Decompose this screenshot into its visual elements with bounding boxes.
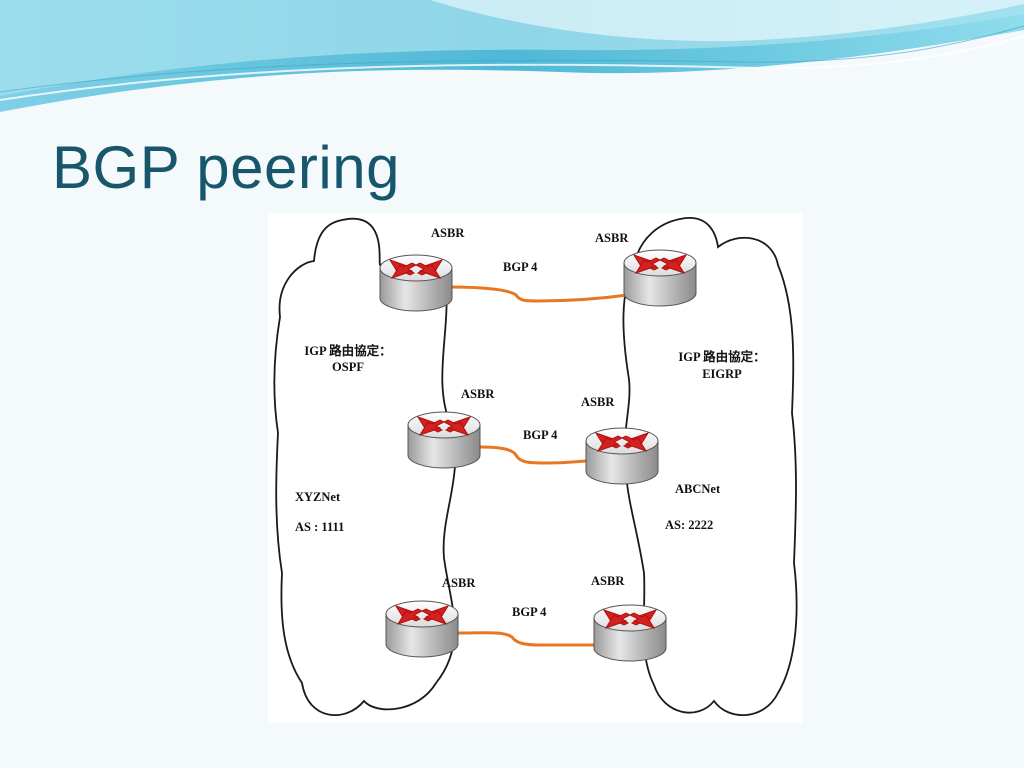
router-icon-left-3 xyxy=(385,600,459,658)
abcnet-igp-protocol: EIGRP xyxy=(702,367,742,381)
xyznet-as-number: AS : 1111 xyxy=(295,520,345,534)
xyznet-igp-protocol: OSPF xyxy=(332,360,364,374)
abcnet-igp-label: IGP 路由協定： xyxy=(678,350,766,364)
bgp-diagram: ASBR ASBR ASBR ASBR ASBR ASBR BGP 4 BGP … xyxy=(268,213,802,723)
router-icon-right-2 xyxy=(585,427,659,485)
asbr-label-right-1: ASBR xyxy=(595,231,629,245)
header-wave-decoration xyxy=(0,0,1024,112)
router-icon-right-1 xyxy=(623,249,697,307)
router-icon-left-2 xyxy=(407,411,481,469)
router-icon-right-3 xyxy=(593,604,667,662)
xyznet-igp-label: IGP 路由協定： xyxy=(304,344,392,358)
router-icon-left-1 xyxy=(379,254,453,312)
asbr-label-right-3: ASBR xyxy=(591,574,625,588)
bgp-link-2 xyxy=(479,445,591,465)
asbr-label-left-2: ASBR xyxy=(461,387,495,401)
asbr-label-left-1: ASBR xyxy=(431,226,465,240)
asbr-label-left-3: ASBR xyxy=(442,576,476,590)
bgp-label-1: BGP 4 xyxy=(503,260,538,274)
bgp-label-3: BGP 4 xyxy=(512,605,547,619)
asbr-label-right-2: ASBR xyxy=(581,395,615,409)
bgp-label-2: BGP 4 xyxy=(523,428,558,442)
bgp-link-3 xyxy=(457,631,598,647)
abcnet-name: ABCNet xyxy=(675,482,721,496)
abcnet-as-number: AS: 2222 xyxy=(665,518,714,532)
bgp-link-1 xyxy=(449,285,629,303)
abcnet-cloud xyxy=(622,217,798,716)
xyznet-name: XYZNet xyxy=(295,490,341,504)
diagram-graphics xyxy=(273,217,798,716)
slide-title: BGP peering xyxy=(52,134,400,201)
